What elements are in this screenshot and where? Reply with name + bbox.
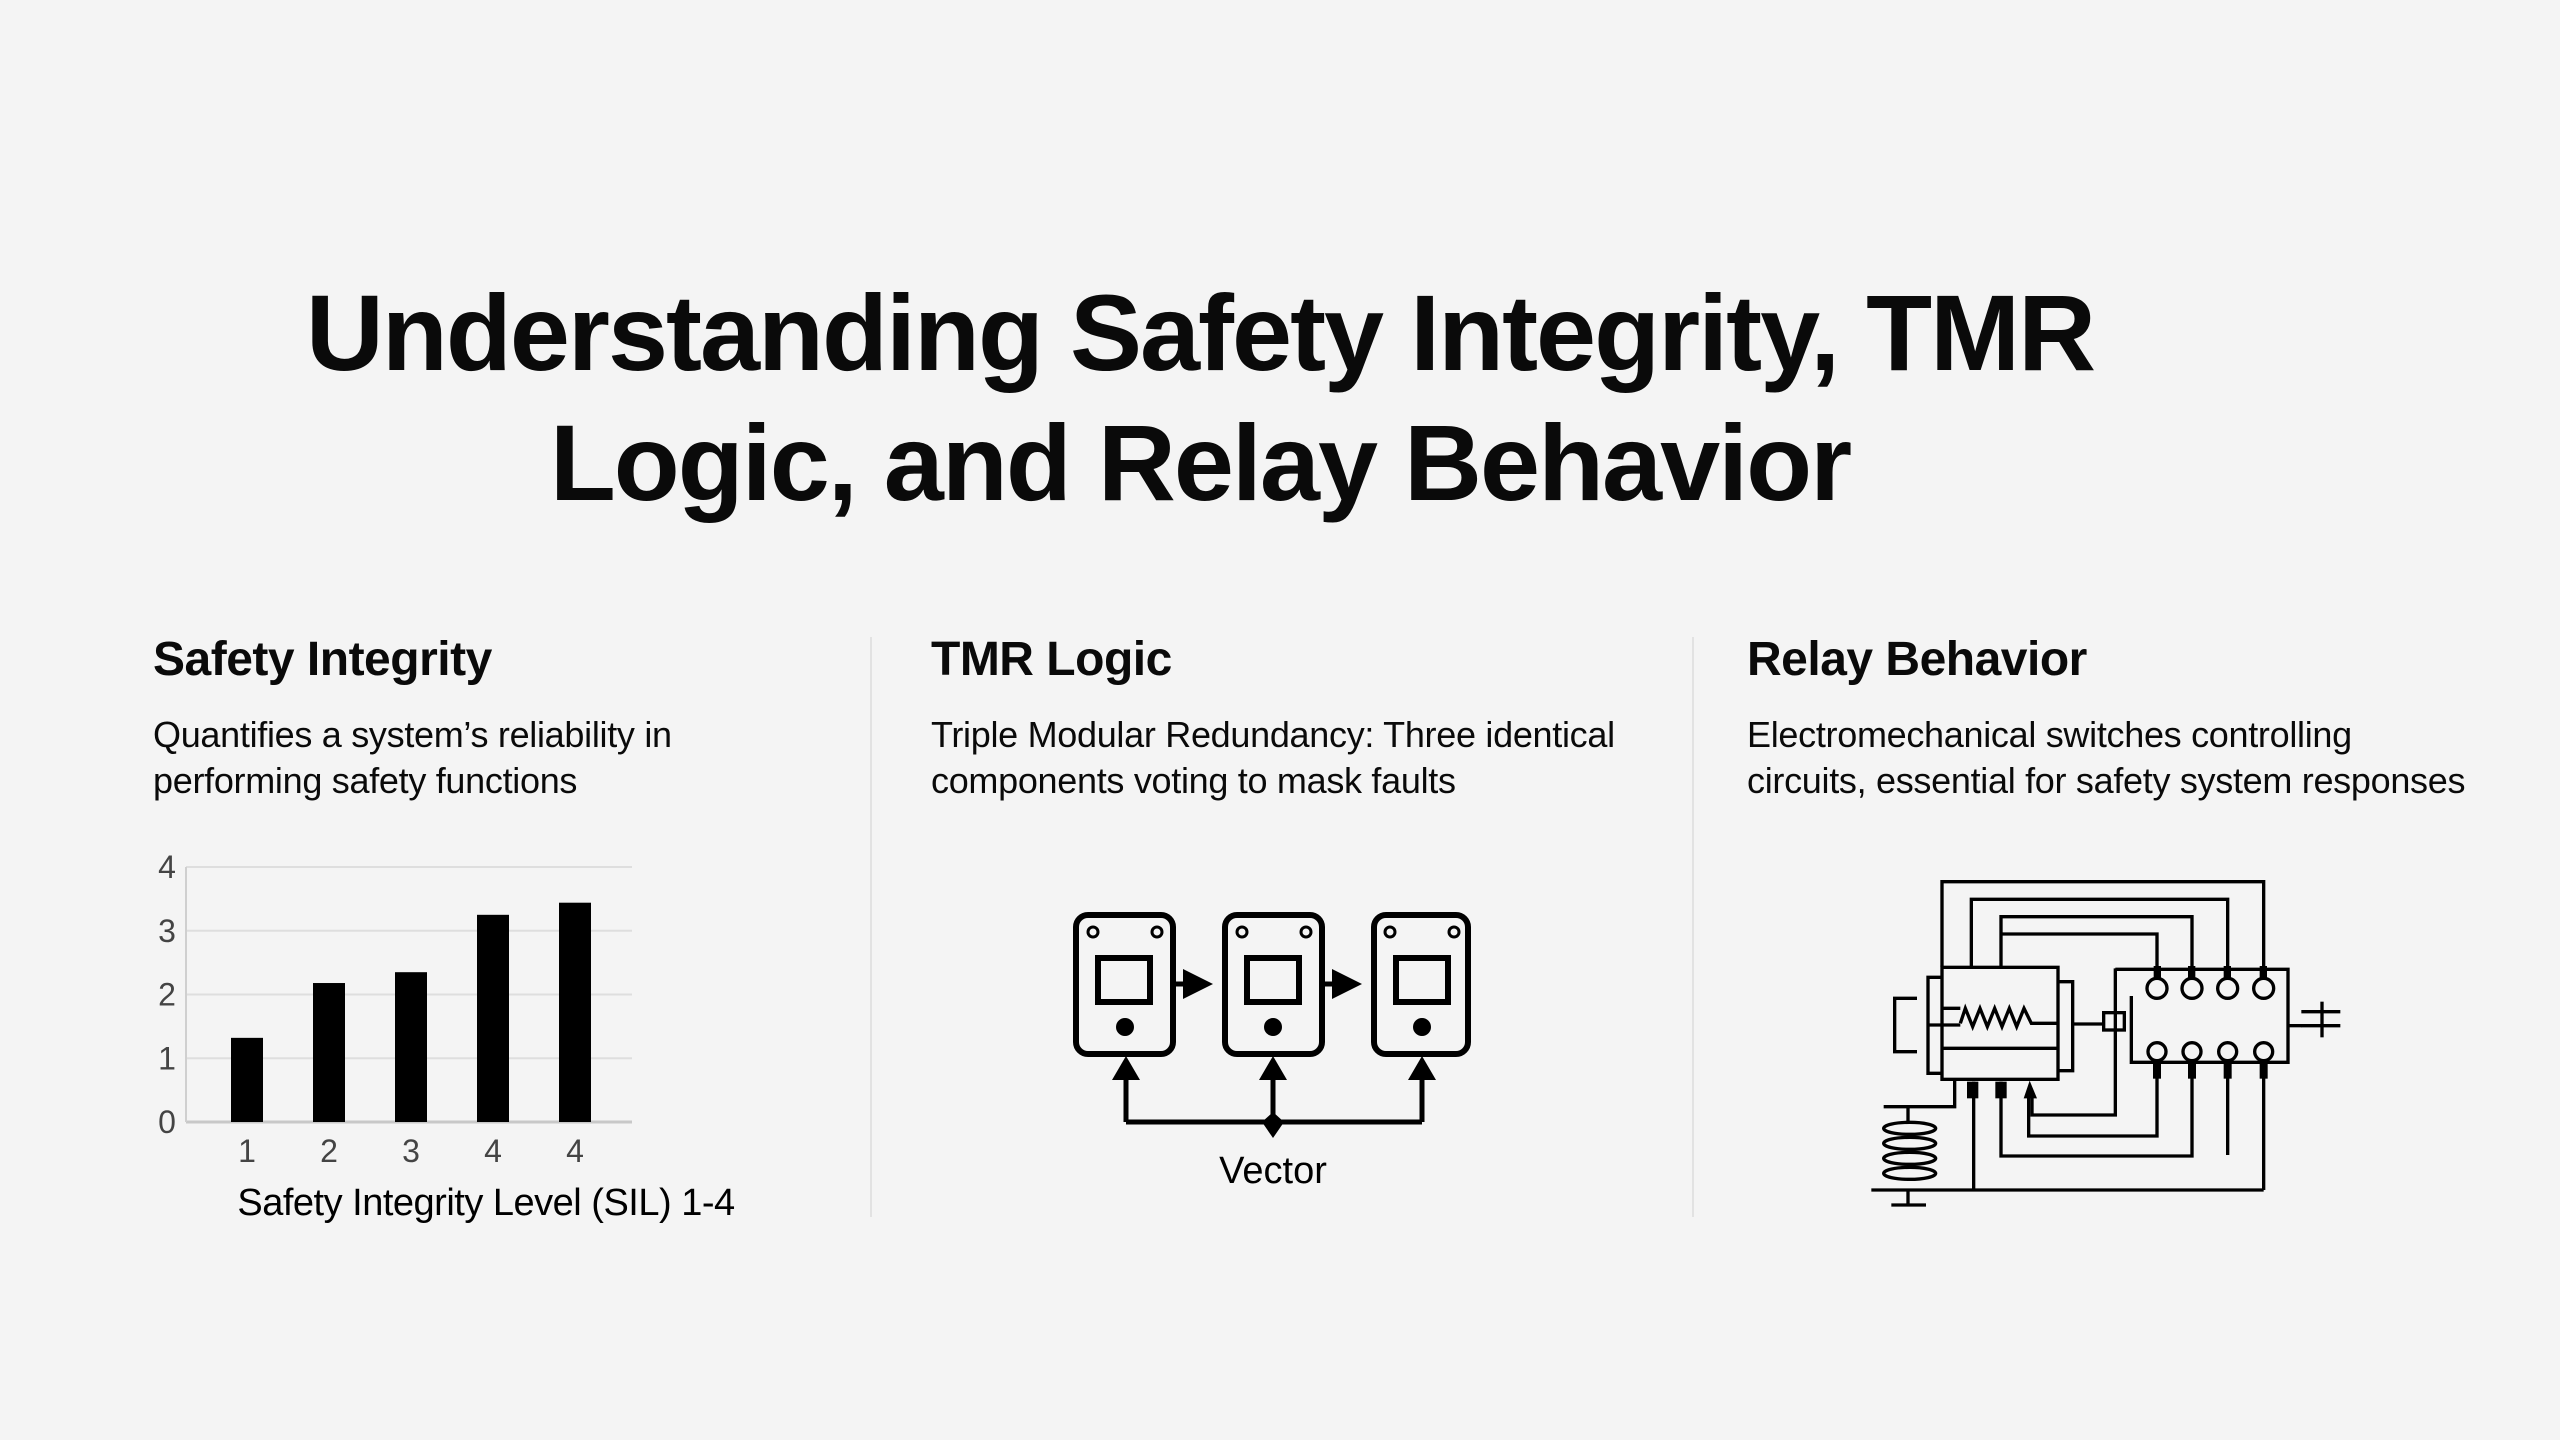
column-divider (870, 637, 872, 1217)
x-tick-label: 1 (238, 1133, 256, 1169)
y-tick-label: 2 (158, 977, 176, 1013)
bracket (1893, 996, 1917, 1054)
x-tick-label: 4 (484, 1133, 502, 1169)
relay-contacts (2145, 976, 2276, 1063)
tmr-logic-description: Triple Modular Redundancy: Three identic… (931, 714, 1615, 801)
x-axis-label: Safety Integrity Level (SIL) 1-4 (237, 1182, 735, 1224)
resistor-icon (1958, 1003, 2058, 1032)
x-tick-label: 3 (402, 1133, 420, 1169)
x-tick-label: 4 (566, 1133, 584, 1169)
x-tick-label: 2 (320, 1133, 338, 1169)
safety-integrity-heading: Safety Integrity (153, 633, 492, 686)
y-tick-label: 4 (158, 849, 176, 885)
tmr-logic-heading: TMR Logic (931, 633, 1172, 686)
y-tick-label: 0 (158, 1104, 176, 1140)
capacitor-icon (2301, 1001, 2341, 1038)
column-divider (1692, 637, 1694, 1217)
title-line-2: Logic, and Relay Behavior (549, 402, 1852, 523)
bar (231, 1037, 263, 1122)
relay-behavior-heading: Relay Behavior (1747, 633, 2087, 686)
title-line-1: Understanding Safety Integrity, TMR (305, 272, 2096, 393)
spring-icon (1882, 1120, 1938, 1181)
bar (313, 983, 345, 1122)
bar (477, 914, 509, 1122)
bar (559, 902, 591, 1122)
y-tick-label: 1 (158, 1040, 176, 1076)
y-tick-label: 3 (158, 913, 176, 949)
relay-circuit-diagram (1871, 880, 2341, 1207)
bar (395, 972, 427, 1122)
